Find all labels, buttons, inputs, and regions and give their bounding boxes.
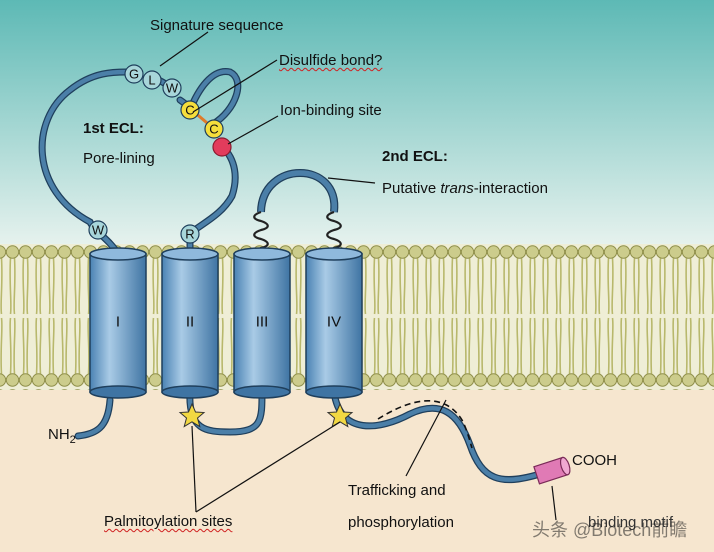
label-disulfide-bond: Disulfide bond? xyxy=(279,52,382,69)
residue-cysteine-2: C xyxy=(204,119,224,139)
label-second-ecl-desc: Putative trans-interaction xyxy=(382,180,548,197)
residue-w-pore: W xyxy=(88,220,108,240)
label-pdz-binding-motif: binding motif xyxy=(588,514,674,531)
svg-text:W: W xyxy=(92,223,105,238)
label-disulfide-bond-text: Disulfide bond? xyxy=(279,52,383,69)
label-first-ecl-desc: Pore-lining xyxy=(83,150,155,167)
residue-cysteine-1: C xyxy=(180,100,200,120)
ecl2-coil-right xyxy=(326,210,342,256)
palmitoylation-text: Palmitoylation sites xyxy=(104,513,233,530)
nh2-subscript: 2 xyxy=(69,434,76,446)
helix-1: I xyxy=(89,247,147,399)
nh2-base: NH xyxy=(48,426,70,443)
label-cooh: COOH xyxy=(572,452,617,469)
pdz-binding-motif xyxy=(533,456,571,485)
label-signature-sequence: Signature sequence xyxy=(150,17,284,34)
ion-binding-site-bead xyxy=(212,137,232,157)
ecl2-coil-left xyxy=(253,210,269,256)
svg-text:G: G xyxy=(129,67,139,82)
helix-2: II xyxy=(161,247,219,399)
extracellular-region xyxy=(0,0,714,250)
label-second-ecl-title: 2nd ECL: xyxy=(382,148,448,165)
cytoplasm-region xyxy=(0,388,714,552)
residue-w-signature: W xyxy=(162,78,182,98)
ecl2-desc-prefix: Putative xyxy=(382,180,441,197)
ecl2-desc-italic: trans xyxy=(440,180,474,197)
helix-label-3: III xyxy=(256,314,269,331)
watermark: 头条 @Biotech前瞻 xyxy=(532,520,688,540)
residue-r: R xyxy=(180,224,200,244)
n-terminus-chain xyxy=(75,397,113,439)
helix-4: IV xyxy=(305,247,363,399)
helix-label-4: IV xyxy=(327,314,341,331)
helix-label-1: I xyxy=(116,314,120,331)
residue-l: L xyxy=(142,70,162,90)
svg-text:C: C xyxy=(209,122,218,137)
label-first-ecl-title: 1st ECL: xyxy=(83,120,144,137)
svg-text:L: L xyxy=(148,73,155,88)
palmitoylation-star-1 xyxy=(178,402,206,428)
label-trafficking: Trafficking and xyxy=(348,482,446,499)
label-ion-binding-site: Ion-binding site xyxy=(280,102,382,119)
ecl2-desc-suffix: -interaction xyxy=(473,180,548,197)
svg-text:C: C xyxy=(185,103,194,118)
palmitoylation-star-2 xyxy=(326,402,354,428)
helix-3: III xyxy=(233,247,291,399)
c-terminus-chain xyxy=(331,391,541,482)
helix-label-2: II xyxy=(186,314,194,331)
second-ecl-chain xyxy=(253,169,342,256)
residue-g: G xyxy=(124,64,144,84)
svg-text:R: R xyxy=(185,227,194,242)
label-palmitoylation-sites: Palmitoylation sites xyxy=(104,513,232,530)
label-phosphorylation: phosphorylation xyxy=(348,514,454,531)
svg-text:W: W xyxy=(166,81,179,96)
trafficking-dashed-bracket xyxy=(377,400,473,449)
label-nh2: NH2 xyxy=(48,426,76,446)
leader-lines xyxy=(159,31,557,521)
